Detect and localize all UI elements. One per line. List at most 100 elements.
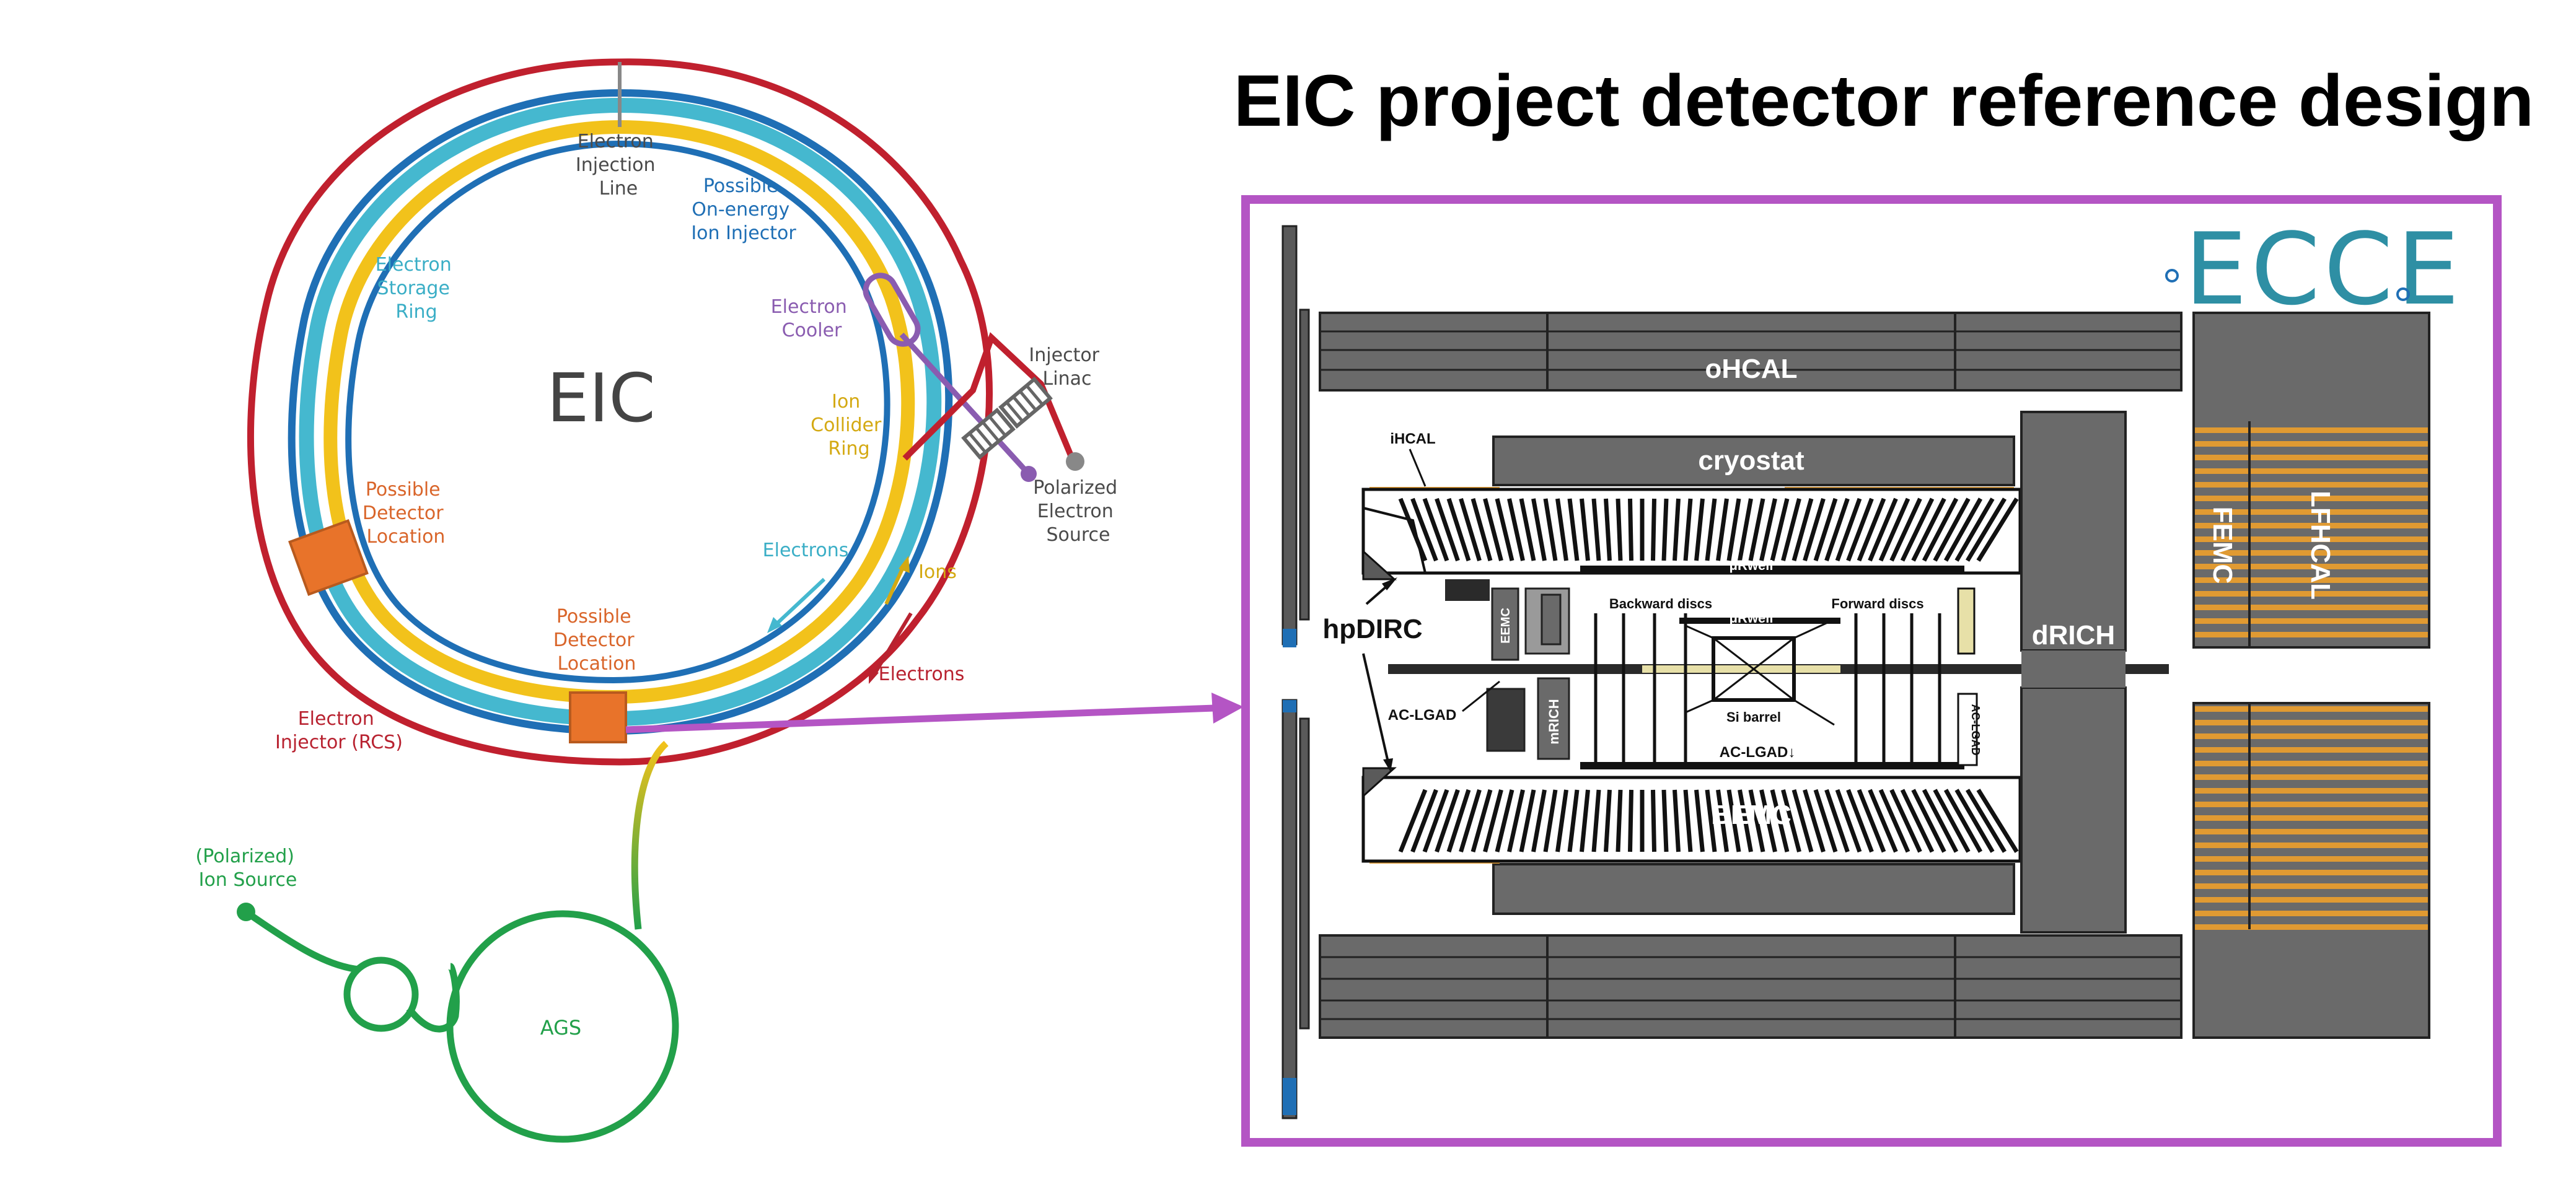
bemc-tower	[1615, 498, 1623, 561]
polarized-electron-source-label: Polarized Electron Source	[1033, 477, 1123, 546]
ion-collider-ring-label: Ion Collider Ring	[811, 391, 887, 460]
bemc-tower	[1483, 789, 1503, 852]
bemc-tower	[1531, 498, 1547, 561]
ohcal-label: oHCAL	[1705, 354, 1797, 384]
bemc-tower	[1824, 497, 1850, 562]
bemc-tower	[1943, 497, 1983, 562]
bemc-tower	[1673, 498, 1681, 561]
detector-location-left	[288, 519, 369, 596]
lfhcal-stripe	[2195, 706, 2428, 712]
lfhcal-label: LFHCAL	[2305, 491, 2336, 600]
bemc-tower	[1965, 497, 2007, 562]
electrons-red-label: Electrons	[879, 663, 965, 685]
polarized-electron-source-dot	[1066, 452, 1084, 471]
bemc-tower	[1726, 789, 1741, 852]
bemc-tower	[1661, 498, 1669, 561]
lfhcal-stripes-lower	[2195, 706, 2428, 930]
electron-cooler-label: Electron Cooler	[771, 296, 853, 341]
drich	[2020, 411, 2127, 934]
ihcal-label: iHCAL	[1390, 431, 1435, 447]
si-barrel-label: Si barrel	[1726, 709, 1781, 725]
lfhcal-stripes-upper	[2195, 427, 2428, 637]
bemc-tower	[1781, 498, 1801, 561]
bemc-tower	[1507, 498, 1525, 561]
bemc-tower	[1748, 498, 1765, 561]
ions-label: Ions	[918, 561, 957, 583]
bemc-tower	[1933, 789, 1971, 853]
bemc-tower	[1615, 789, 1623, 852]
lfhcal-stripe	[2195, 455, 2428, 460]
backward-discs	[1594, 613, 1687, 762]
bemc-tower	[1446, 789, 1471, 853]
lfhcal-stripe	[2195, 591, 2428, 597]
murwell-bar-bottom	[1580, 762, 1964, 769]
bemc-tower	[1683, 789, 1693, 852]
bemc-tower	[1878, 789, 1910, 853]
lfhcal-stripe	[2195, 747, 2428, 753]
bemc-tower	[1716, 498, 1729, 561]
beam-pipe-center	[1642, 665, 1840, 673]
murwell-bar-top	[1580, 566, 1964, 573]
bemc-tower	[1835, 789, 1862, 853]
bemc-tower	[1591, 789, 1601, 852]
ac-lgad-bottom-label: AC-LGAD↓	[1720, 744, 1796, 761]
bemc-tower	[1705, 789, 1717, 852]
lfhcal-stripe	[2195, 564, 2428, 569]
lfhcal-stripe	[2195, 441, 2428, 447]
lfhcal-stripe	[2195, 802, 2428, 807]
bemc-tower	[1543, 789, 1558, 852]
bemc-tower	[1781, 789, 1801, 852]
bemc-tower	[1519, 789, 1536, 852]
bemc-tower	[1683, 498, 1693, 561]
eic-accelerator-diagram: EIC Electron Injection Line Possible On-…	[196, 58, 1123, 1143]
ac-lgad-right-label: AC-LGAD	[1969, 704, 1982, 756]
ions-direction-arrow	[884, 556, 910, 605]
possible-detector-location-bottom-label: Possible Detector Location	[553, 606, 640, 675]
lfhcal-stripe	[2195, 427, 2428, 433]
bemc-tower	[1813, 789, 1838, 853]
bemc-tower	[1495, 498, 1514, 561]
bemc-tower	[1580, 498, 1590, 561]
electron-injector-rcs-label: Electron Injector (RCS)	[275, 708, 403, 753]
lfhcal-stripe	[2195, 883, 2428, 889]
mrich-label: mRICH	[1546, 699, 1562, 744]
bemc-tower	[1580, 789, 1590, 852]
ihcal-pointer	[1409, 449, 1426, 487]
forward-calorimeters-upper	[2192, 312, 2430, 649]
cryostat-bottom	[1492, 863, 2015, 915]
bemc-tower	[1922, 789, 1959, 853]
bemc-tower	[1591, 498, 1601, 561]
lfhcal-stripe	[2195, 468, 2428, 474]
lfhcal-stripe	[2195, 924, 2428, 930]
bemc-tower	[1555, 498, 1568, 561]
lfhcal-stripe	[2195, 870, 2428, 875]
bemc-tower	[1889, 789, 1922, 853]
bemc-tower	[1813, 497, 1838, 562]
bemc-tower	[1604, 789, 1612, 852]
ohcal-top	[1319, 312, 2183, 392]
bemc-tower	[1435, 497, 1460, 562]
detector-location-bottom	[569, 691, 627, 743]
hpdirc-wedge-lower	[1362, 767, 1397, 799]
possible-detector-location-left-label: Possible Detector Location	[363, 479, 449, 548]
bemc-tower	[1673, 789, 1681, 852]
ags-label: AGS	[540, 1016, 581, 1040]
electron-cooler-beamline	[899, 332, 1031, 476]
bemc-tower	[1911, 789, 1946, 853]
lfhcal-stripe	[2195, 733, 2428, 739]
hpdirc-arrows	[1362, 577, 1397, 772]
lfhcal-stripe	[2195, 720, 2428, 725]
booster-ring	[343, 956, 419, 1032]
ac-lgad-left-label: AC-LGAD	[1388, 707, 1457, 724]
electron-storage-ring-label: Electron Storage Ring	[376, 254, 458, 323]
bemc-tower	[1976, 497, 2019, 562]
bemc-tower	[1726, 498, 1741, 561]
hpdirc-label: hpDIRC	[1322, 614, 1422, 644]
backward-discs-label: Backward discs	[1609, 596, 1712, 611]
detector-drawing: ECCE oHCAL cryostat iHCAL μRwell Backwar…	[1281, 211, 2460, 1119]
bemc-tower	[1495, 789, 1514, 852]
lfhcal-stripe	[2195, 496, 2428, 501]
bemc-tower	[1651, 789, 1656, 852]
cryostat-label: cryostat	[1698, 445, 1805, 476]
